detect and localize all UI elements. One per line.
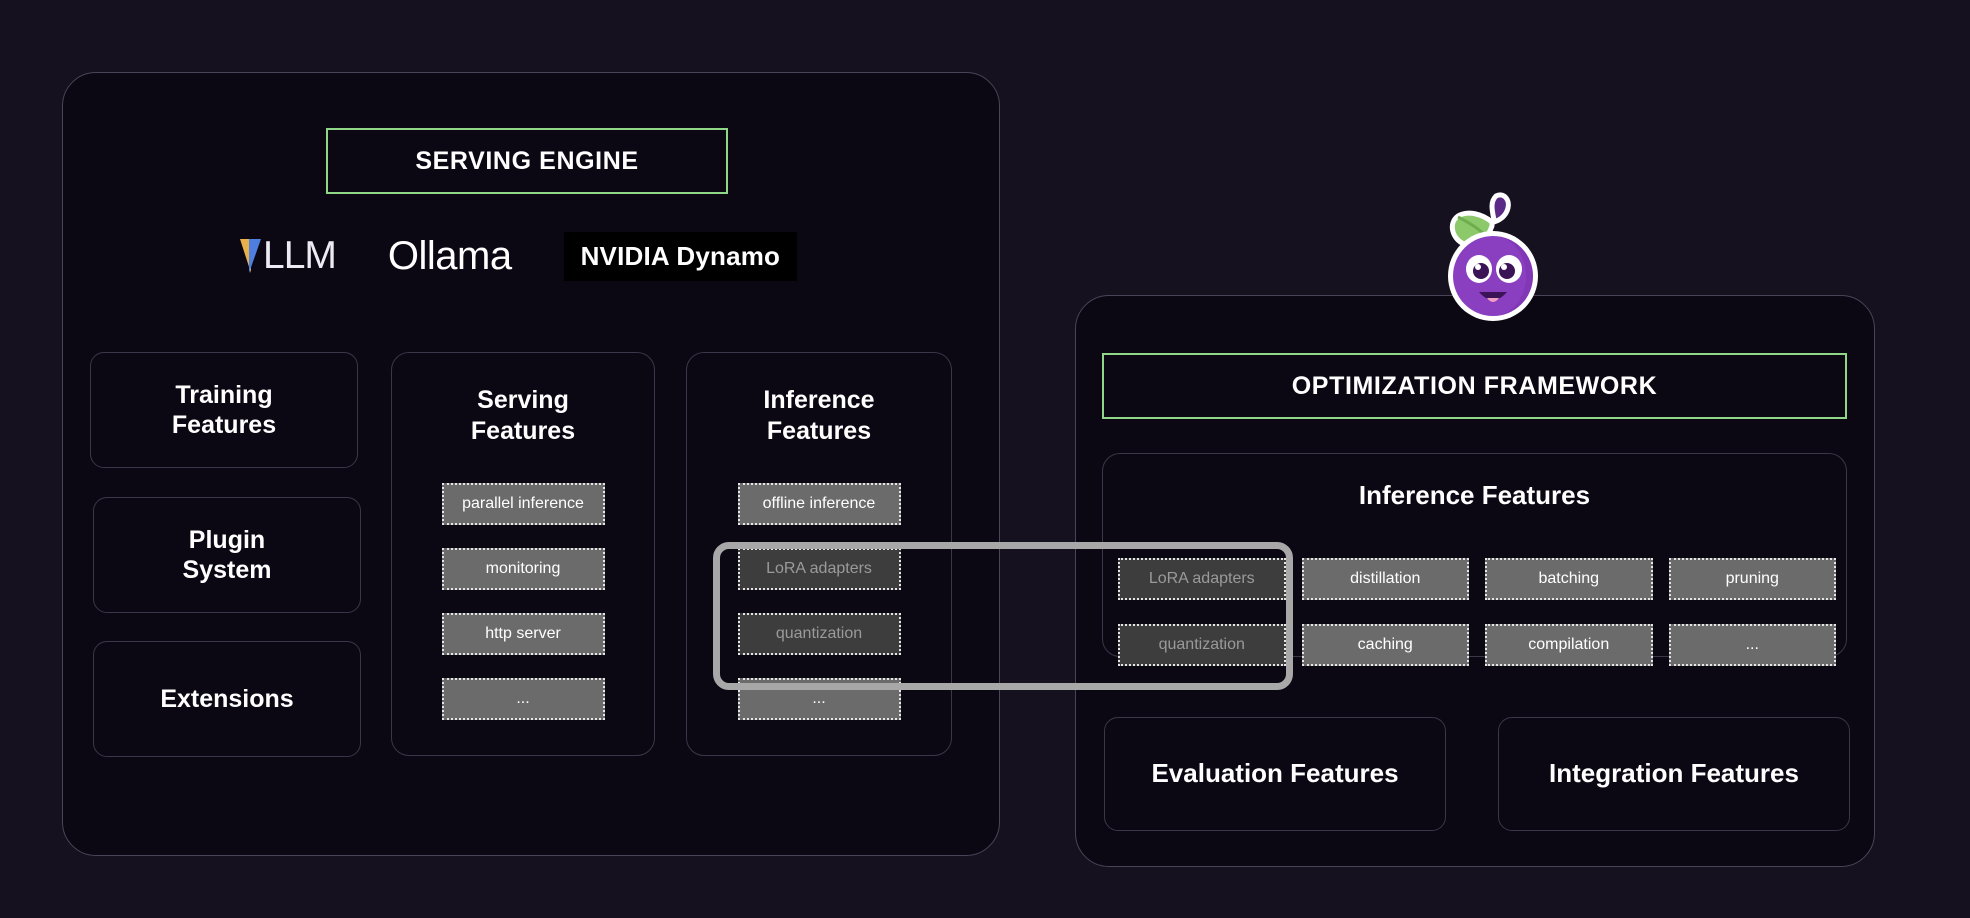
card-evaluation-features: Evaluation Features — [1104, 717, 1446, 831]
chip[interactable]: caching — [1301, 624, 1469, 666]
plum-mascot-icon — [1434, 190, 1552, 325]
chip[interactable]: parallel inference — [441, 483, 605, 525]
chip[interactable]: batching — [1485, 558, 1653, 600]
chip[interactable]: http server — [441, 613, 605, 655]
vllm-v-mark-icon — [240, 239, 262, 273]
chip[interactable]: offline inference — [737, 483, 901, 525]
card-extensions: Extensions — [93, 641, 361, 757]
chip[interactable]: monitoring — [441, 548, 605, 590]
chip[interactable]: quantization — [737, 613, 901, 655]
optimization-framework-header: OPTIMIZATION FRAMEWORK — [1102, 353, 1847, 419]
chip-list-serving-features: parallel inference monitoring http server.… — [392, 483, 654, 743]
nvidia-dynamo-logo: NVIDIA Dynamo — [563, 231, 798, 281]
card-integration-features: Integration Features — [1498, 717, 1850, 831]
chip[interactable]: compilation — [1485, 624, 1653, 666]
chip[interactable]: LoRA adapters — [737, 548, 901, 590]
chip[interactable]: LoRA adapters — [1118, 558, 1286, 600]
inner-inference-features-box: Inference Features — [1102, 453, 1847, 657]
chip[interactable]: distillation — [1301, 558, 1469, 600]
serving-engine-header: SERVING ENGINE — [326, 128, 728, 194]
chip[interactable]: quantization — [1118, 624, 1286, 666]
vllm-logo-text: LLM — [263, 234, 337, 277]
chip[interactable]: ... — [737, 678, 901, 720]
chip[interactable]: pruning — [1668, 558, 1836, 600]
ollama-logo: Ollama — [387, 233, 512, 278]
vllm-logo: LLM — [240, 234, 337, 278]
inner-inference-features-title: Inference Features — [1358, 480, 1591, 510]
serving-engine-logo-row: LLM Ollama NVIDIA Dynamo — [240, 228, 798, 284]
chip[interactable]: ... — [441, 678, 605, 720]
chip[interactable]: ... — [1668, 624, 1836, 666]
chip-grid-optimization: LoRA adapters distillation batching pruning… — [1118, 558, 1836, 666]
